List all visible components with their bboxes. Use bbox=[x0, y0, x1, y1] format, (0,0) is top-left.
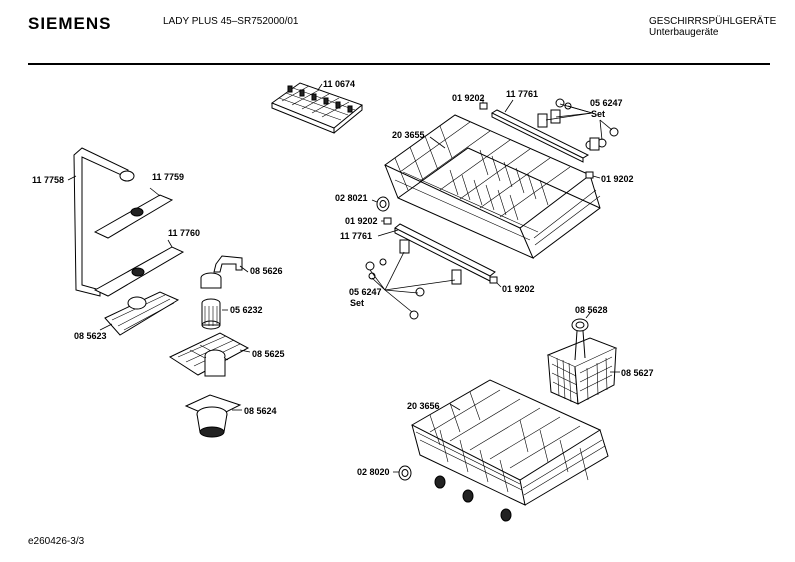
part-drawing-028020 bbox=[393, 465, 412, 481]
part-drawing-056247-b bbox=[365, 239, 462, 320]
part-drawing-203655 bbox=[384, 114, 601, 259]
part-drawing-056232 bbox=[200, 272, 228, 330]
part-drawing-085626 bbox=[213, 255, 249, 273]
part-drawing-117761-b bbox=[377, 223, 496, 282]
part-label-set-a: Set bbox=[591, 109, 605, 119]
part-label-019202-d: 01 9202 bbox=[502, 284, 535, 294]
header-divider bbox=[28, 63, 770, 65]
part-drawing-085624 bbox=[184, 394, 242, 438]
brand-logo: SIEMENS bbox=[28, 14, 112, 33]
part-drawing-110674 bbox=[270, 82, 364, 134]
part-drawing-019202-b bbox=[585, 171, 601, 179]
part-drawing-117758 bbox=[67, 147, 135, 297]
category-subtitle: Unterbaugeräte bbox=[649, 27, 719, 38]
part-label-056232: 05 6232 bbox=[230, 305, 263, 315]
part-label-056247-a: 05 6247 bbox=[590, 98, 623, 108]
part-drawing-019202-c bbox=[381, 217, 392, 225]
part-label-117761-b: 11 7761 bbox=[340, 231, 372, 241]
part-label-019202-a: 01 9202 bbox=[452, 93, 485, 103]
part-drawing-117761-a bbox=[490, 99, 590, 163]
part-drawing-028021 bbox=[371, 196, 390, 212]
part-label-117758: 11 7758 bbox=[32, 175, 64, 185]
part-drawing-019202-a bbox=[479, 98, 488, 110]
part-label-set-b: Set bbox=[350, 298, 364, 308]
category-title: GESCHIRRSPÜHLGERÄTE bbox=[649, 16, 777, 27]
part-label-117760: 11 7760 bbox=[168, 228, 200, 238]
part-label-028020: 02 8020 bbox=[357, 467, 390, 477]
part-drawing-085627 bbox=[546, 337, 620, 405]
part-label-085623: 08 5623 bbox=[74, 331, 107, 341]
part-drawing-085628 bbox=[571, 312, 591, 361]
part-drawing-056247-a bbox=[537, 98, 619, 151]
part-label-085626: 08 5626 bbox=[250, 266, 283, 276]
part-label-085625: 08 5625 bbox=[252, 349, 285, 359]
part-drawing-117759 bbox=[93, 187, 174, 239]
part-label-203655: 20 3655 bbox=[392, 130, 425, 140]
part-label-085627: 08 5627 bbox=[621, 368, 654, 378]
part-label-110674: 11 0674 bbox=[323, 79, 355, 89]
part-label-056247-b: 05 6247 bbox=[349, 287, 382, 297]
part-drawing-019202-d bbox=[489, 276, 502, 288]
part-label-019202-b: 01 9202 bbox=[601, 174, 634, 184]
part-label-117761-a: 11 7761 bbox=[506, 89, 538, 99]
part-label-019202-c: 01 9202 bbox=[345, 216, 378, 226]
part-drawing-085625 bbox=[168, 332, 251, 377]
part-label-117759: 11 7759 bbox=[152, 172, 184, 182]
part-drawing-117760 bbox=[93, 239, 185, 297]
part-drawing-085623 bbox=[99, 291, 180, 336]
part-label-085624: 08 5624 bbox=[244, 406, 277, 416]
part-drawing-203656 bbox=[410, 379, 609, 522]
part-label-028021: 02 8021 bbox=[335, 193, 368, 203]
model-title: LADY PLUS 45–SR752000/01 bbox=[163, 16, 299, 27]
part-label-085628: 08 5628 bbox=[575, 305, 608, 315]
document-code: e260426-3/3 bbox=[28, 536, 85, 547]
part-label-203656: 20 3656 bbox=[407, 401, 440, 411]
